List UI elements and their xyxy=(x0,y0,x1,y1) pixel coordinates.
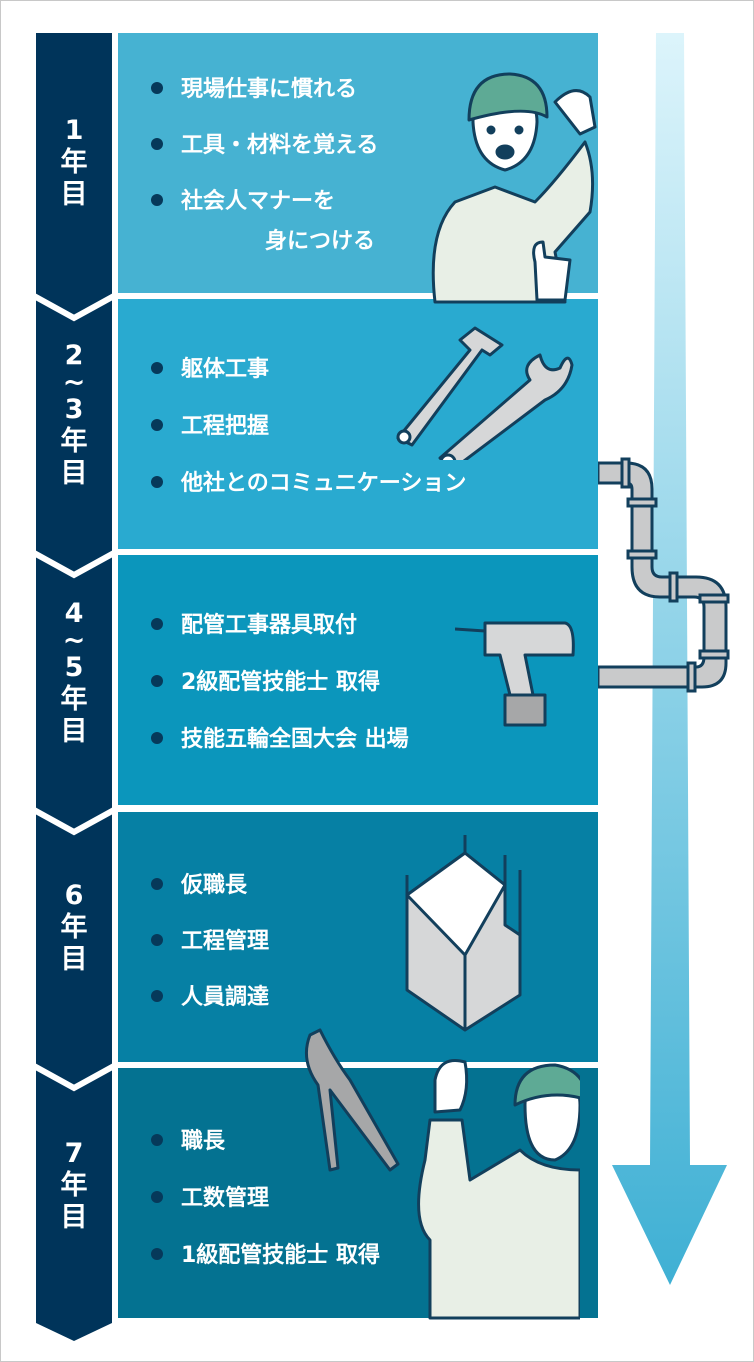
timeline-rail xyxy=(36,33,112,1341)
stage-2-panel: 躯体工事 工程把握 他社とのコミュニケーション xyxy=(118,299,598,549)
list-item: 技能五輪全国大会 出場 xyxy=(148,721,409,753)
drill-icon xyxy=(455,621,575,727)
label-char: 3 xyxy=(64,394,84,425)
list-item: 仮職長 xyxy=(148,867,269,923)
list-item: 2級配管技能士 取得 xyxy=(148,664,409,721)
list-item: 1級配管技能士 取得 xyxy=(148,1237,380,1269)
list-item-continuation: 身につける xyxy=(265,229,376,254)
label-char: 年 xyxy=(60,426,88,457)
list-item: 人員調達 xyxy=(148,979,269,1011)
pipe-icon xyxy=(596,457,730,693)
building-icon xyxy=(405,835,522,1032)
worker-fist-icon xyxy=(304,1028,580,1320)
label-char: 年 xyxy=(60,912,88,943)
label-char: ~ xyxy=(62,367,86,398)
label-char: ~ xyxy=(62,625,86,656)
label-char: 目 xyxy=(60,179,88,210)
label-char: 4 xyxy=(64,598,84,629)
list-item: 工数管理 xyxy=(148,1180,380,1237)
worker-saluting-icon xyxy=(431,72,597,304)
label-char: 目 xyxy=(60,944,88,975)
timeline-arrow-icon xyxy=(612,33,727,1285)
stage-5-items: 職長 工数管理 1級配管技能士 取得 xyxy=(148,1123,380,1269)
label-char: 2 xyxy=(64,340,84,371)
list-item: 工具・材料を覚える xyxy=(148,127,378,183)
label-char: 6 xyxy=(64,880,84,911)
stage-1-items: 現場仕事に慣れる 工具・材料を覚える 社会人マナーを 身につける xyxy=(148,71,378,255)
label-char: 7 xyxy=(64,1138,84,1169)
list-item: 他社とのコミュニケーション xyxy=(148,465,466,497)
wrench-icon xyxy=(396,326,574,460)
label-char: 目 xyxy=(60,458,88,489)
list-item: 配管工事器具取付 xyxy=(148,607,409,664)
label-char: 目 xyxy=(60,716,88,747)
list-item: 工程把握 xyxy=(148,408,466,465)
list-item: 職長 xyxy=(148,1123,380,1180)
label-char: 年 xyxy=(60,147,88,178)
label-char: 年 xyxy=(60,684,88,715)
stage-3-items: 配管工事器具取付 2級配管技能士 取得 技能五輪全国大会 出場 xyxy=(148,607,409,753)
stage-2-items: 躯体工事 工程把握 他社とのコミュニケーション xyxy=(148,351,466,497)
list-item: 社会人マナーを xyxy=(148,183,378,223)
list-item: 工程管理 xyxy=(148,923,269,979)
label-char: 1 xyxy=(64,115,84,146)
stage-4-items: 仮職長 工程管理 人員調達 xyxy=(148,867,269,1011)
list-item: 現場仕事に慣れる xyxy=(148,71,378,127)
label-char: 年 xyxy=(60,1170,88,1201)
label-char: 目 xyxy=(60,1202,88,1233)
list-item: 躯体工事 xyxy=(148,351,466,408)
label-char: 5 xyxy=(64,652,84,683)
